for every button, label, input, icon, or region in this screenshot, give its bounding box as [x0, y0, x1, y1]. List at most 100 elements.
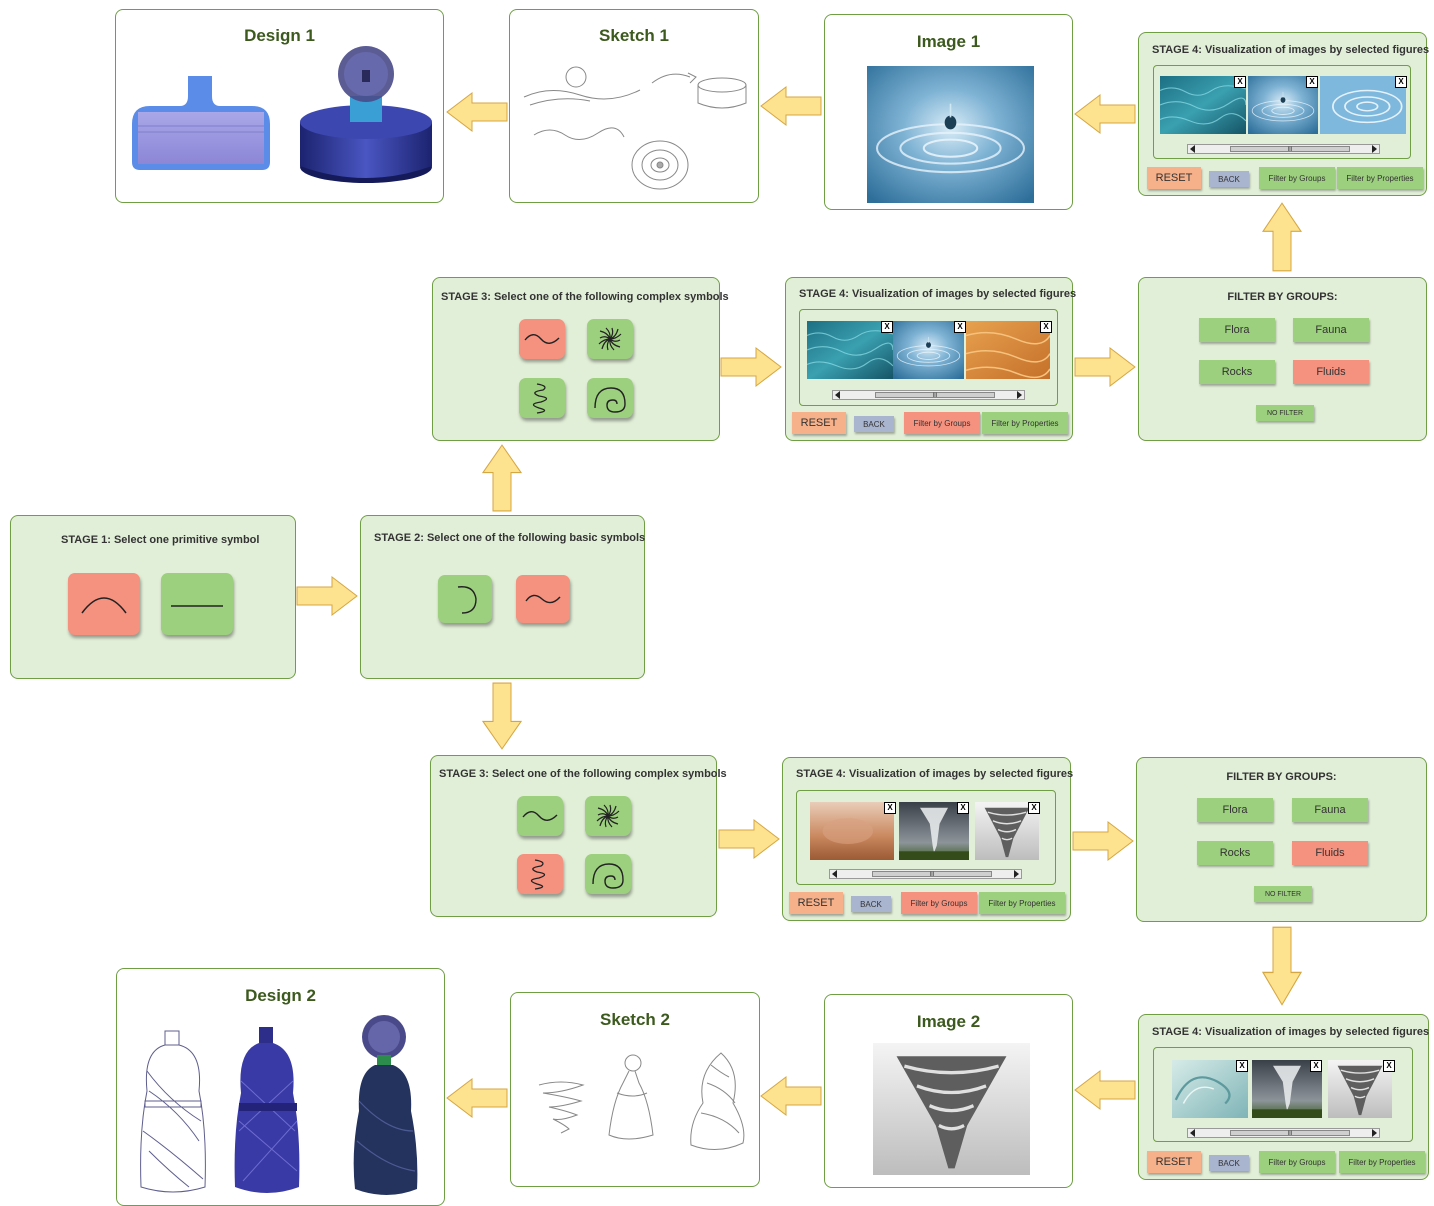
filter-by-groups-button[interactable]: Filter by Groups	[1259, 167, 1335, 189]
arrow-stage4-to-filter-top	[1074, 347, 1136, 387]
wave-complex-symbol-button[interactable]	[517, 796, 563, 836]
stage4-bottom-right-panel: STAGE 4: Visualization of images by sele…	[1138, 1014, 1429, 1180]
remove-image-button[interactable]: X	[1395, 76, 1407, 88]
group-flora-button[interactable]: Flora	[1199, 318, 1275, 342]
stage4-bottom-right-title: STAGE 4: Visualization of images by sele…	[1152, 1026, 1430, 1038]
group-rocks-button[interactable]: Rocks	[1199, 360, 1275, 384]
arrow-stage2-to-stage3-top	[482, 444, 522, 512]
stage3-top-panel: STAGE 3: Select one of the following com…	[432, 277, 729, 441]
image-viewer: X X X III	[796, 790, 1056, 885]
sketch1-title: Sketch 1	[599, 26, 669, 45]
stage2-title: STAGE 2: Select one of the following bas…	[374, 532, 646, 544]
filter-by-groups-button[interactable]: Filter by Groups	[901, 892, 977, 914]
stage4-mid-top-panel: STAGE 4: Visualization of images by sele…	[785, 277, 1077, 441]
image-scrollbar[interactable]: III	[832, 390, 1025, 400]
spiral-complex-symbol-button[interactable]	[587, 319, 633, 359]
filter-by-properties-button[interactable]: Filter by Properties	[982, 412, 1068, 434]
arrow-stage4-to-image1	[1074, 94, 1136, 134]
group-fluids-button[interactable]: Fluids	[1292, 841, 1368, 865]
reset-button[interactable]: RESET	[1147, 167, 1201, 189]
scroll-thumb[interactable]: III	[872, 871, 992, 878]
line-symbol-button[interactable]	[161, 573, 233, 635]
snail-complex-symbol-button[interactable]	[585, 854, 631, 894]
filter-by-groups-button[interactable]: Filter by Groups	[1259, 1151, 1335, 1173]
scroll-left-arrow-icon[interactable]	[1190, 145, 1195, 153]
result-image-dust[interactable]	[810, 802, 894, 860]
no-filter-button[interactable]: NO FILTER	[1254, 886, 1312, 902]
design2-title: Design 2	[245, 986, 316, 1005]
image-viewer: X X X III	[799, 309, 1058, 406]
arrow-stage2-to-stage3-bottom	[482, 682, 522, 750]
result-image-sand[interactable]	[966, 321, 1050, 379]
scroll-thumb[interactable]: III	[875, 392, 995, 399]
sketch2-drawing	[538, 1052, 745, 1150]
image-scrollbar[interactable]: III	[829, 869, 1022, 879]
reset-button[interactable]: RESET	[792, 412, 846, 434]
wave-symbol-button[interactable]	[516, 575, 570, 623]
scroll-right-arrow-icon[interactable]	[1372, 1129, 1377, 1137]
image1-title: Image 1	[916, 32, 981, 51]
group-fauna-button[interactable]: Fauna	[1293, 318, 1369, 342]
reset-button[interactable]: RESET	[1147, 1151, 1201, 1173]
arc-symbol-button[interactable]	[68, 573, 140, 635]
filter-bottom-title: FILTER BY GROUPS:	[1226, 771, 1337, 783]
group-fluids-button[interactable]: Fluids	[1293, 360, 1369, 384]
scroll-right-arrow-icon[interactable]	[1014, 870, 1019, 878]
stage4-top-right-panel: STAGE 4: Visualization of images by sele…	[1138, 32, 1429, 196]
back-button[interactable]: BACK	[851, 896, 891, 912]
arrow-stage4-to-filter-bottom	[1072, 821, 1134, 861]
scroll-left-arrow-icon[interactable]	[1190, 1129, 1195, 1137]
group-flora-button[interactable]: Flora	[1197, 798, 1273, 822]
wave-complex-symbol-button[interactable]	[519, 319, 565, 359]
remove-image-button[interactable]: X	[1310, 1060, 1322, 1072]
image1-panel: Image 1	[824, 14, 1073, 210]
image-scrollbar[interactable]: III	[1187, 144, 1380, 154]
filter-by-properties-button[interactable]: Filter by Properties	[1337, 167, 1423, 189]
no-filter-button[interactable]: NO FILTER	[1256, 405, 1314, 421]
scroll-thumb[interactable]: III	[1230, 1130, 1350, 1137]
group-rocks-button[interactable]: Rocks	[1197, 841, 1273, 865]
stage1-panel: STAGE 1: Select one primitive symbol	[10, 515, 296, 679]
image-viewer: X X X III	[1153, 65, 1411, 159]
stage3-bottom-panel: STAGE 3: Select one of the following com…	[430, 755, 727, 917]
group-fauna-button[interactable]: Fauna	[1292, 798, 1368, 822]
arrow-stage3-to-stage4-top	[720, 347, 782, 387]
scroll-right-arrow-icon[interactable]	[1372, 145, 1377, 153]
remove-image-button[interactable]: X	[884, 802, 896, 814]
spiral-complex-symbol-button[interactable]	[585, 796, 631, 836]
scroll-left-arrow-icon[interactable]	[835, 391, 840, 399]
arrow-filter-to-stage4-bottom-right	[1262, 926, 1302, 1006]
remove-image-button[interactable]: X	[1236, 1060, 1248, 1072]
filter-by-groups-button[interactable]: Filter by Groups	[904, 412, 980, 434]
stage4-mid-top-title: STAGE 4: Visualization of images by sele…	[799, 288, 1077, 300]
design2-panel: Design 2	[116, 968, 445, 1206]
stage2-panel: STAGE 2: Select one of the following bas…	[360, 515, 645, 679]
coil-complex-symbol-button[interactable]	[517, 854, 563, 894]
arrow-stage4-to-image2	[1074, 1070, 1136, 1110]
back-button[interactable]: BACK	[1209, 1155, 1249, 1171]
remove-image-button[interactable]: X	[881, 321, 893, 333]
remove-image-button[interactable]: X	[1234, 76, 1246, 88]
filter-by-properties-button[interactable]: Filter by Properties	[979, 892, 1065, 914]
scroll-left-arrow-icon[interactable]	[832, 870, 837, 878]
reset-button[interactable]: RESET	[789, 892, 843, 914]
snail-complex-symbol-button[interactable]	[587, 378, 633, 418]
remove-image-button[interactable]: X	[957, 802, 969, 814]
remove-image-button[interactable]: X	[1040, 321, 1052, 333]
scroll-thumb[interactable]: III	[1230, 146, 1350, 153]
coil-complex-symbol-button[interactable]	[519, 378, 565, 418]
back-button[interactable]: BACK	[854, 416, 894, 432]
remove-image-button[interactable]: X	[954, 321, 966, 333]
remove-image-button[interactable]: X	[1028, 802, 1040, 814]
remove-image-button[interactable]: X	[1306, 76, 1318, 88]
circle-symbol-button[interactable]	[438, 575, 492, 623]
filter-groups-bottom-panel: FILTER BY GROUPS: Flora Fauna Rocks Flui…	[1136, 757, 1427, 922]
scroll-right-arrow-icon[interactable]	[1017, 391, 1022, 399]
image-scrollbar[interactable]: III	[1187, 1128, 1380, 1138]
remove-image-button[interactable]: X	[1383, 1060, 1395, 1072]
arrow-image2-to-sketch2	[760, 1076, 822, 1116]
back-button[interactable]: BACK	[1209, 171, 1249, 187]
result-image-ripple[interactable]	[1320, 76, 1406, 134]
stage3-bottom-title: STAGE 3: Select one of the following com…	[439, 768, 727, 780]
filter-by-properties-button[interactable]: Filter by Properties	[1339, 1151, 1425, 1173]
